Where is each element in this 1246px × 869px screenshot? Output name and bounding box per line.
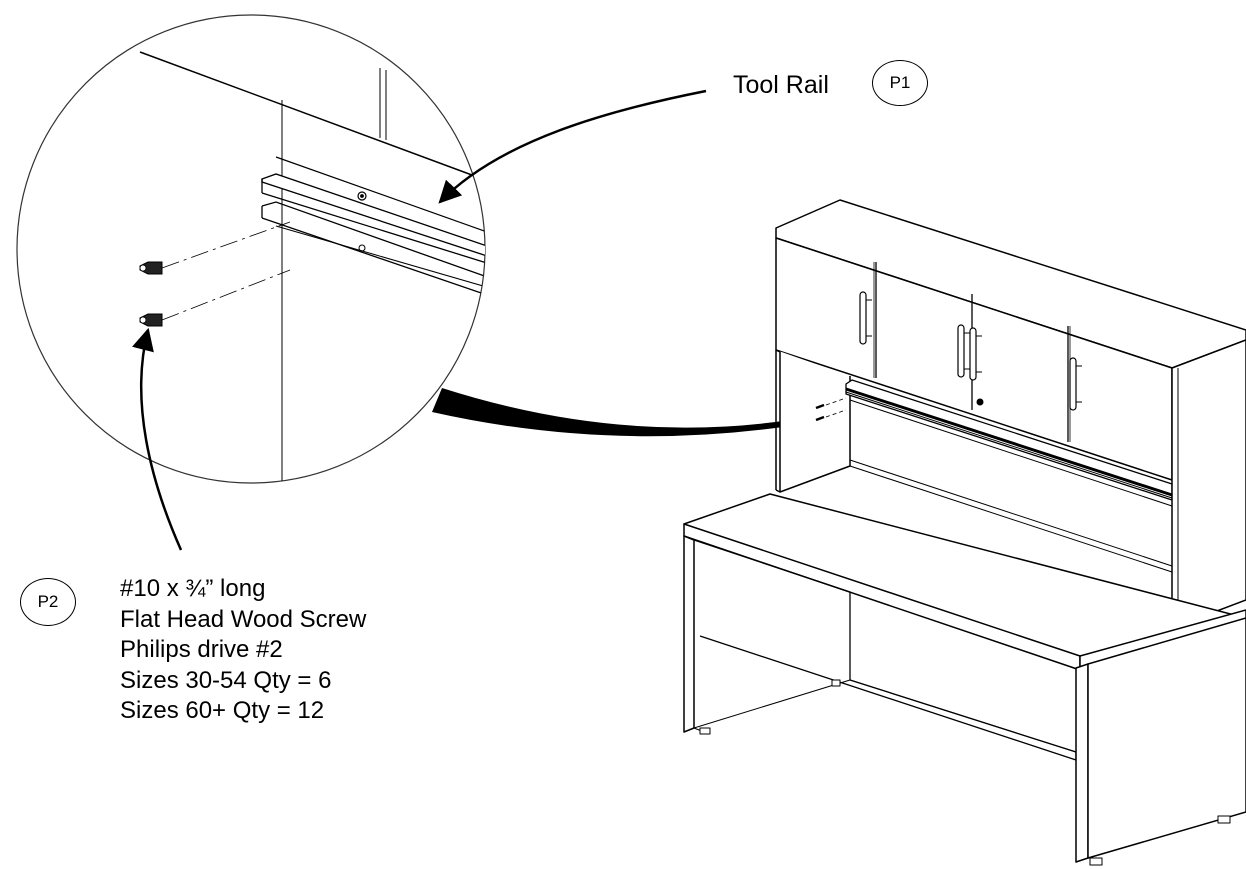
detail-view — [16, 14, 486, 484]
leader-arrow-icon — [438, 89, 707, 204]
screw-qty-small-line: Sizes 30-54 Qty = 6 — [120, 666, 332, 694]
handle-icon — [859, 291, 872, 345]
screw-spec-list: #10 x ¾” long Flat Head Wood Screw Phili… — [120, 574, 366, 727]
desk-hutch-drawing — [683, 199, 1246, 866]
zoom-beam-icon — [432, 388, 790, 437]
screw-drive-line: Philips drive #2 — [120, 636, 283, 664]
screw-qty-large-line: Sizes 60+ Qty = 12 — [120, 697, 325, 725]
tool-rail-label: Tool Rail — [733, 71, 829, 99]
leader-arrow-icon — [132, 327, 183, 551]
screw-icon — [139, 261, 163, 275]
handle-icon — [1069, 357, 1082, 411]
handle-icon — [957, 324, 970, 378]
part-badge-p1: P1 — [872, 60, 928, 106]
screw-icon — [139, 313, 163, 327]
screw-size-line: #10 x ¾” long — [120, 575, 266, 602]
part-badge-p2: P2 — [20, 578, 76, 626]
screw-type-line: Flat Head Wood Screw — [120, 605, 367, 633]
handle-icon — [969, 327, 982, 381]
